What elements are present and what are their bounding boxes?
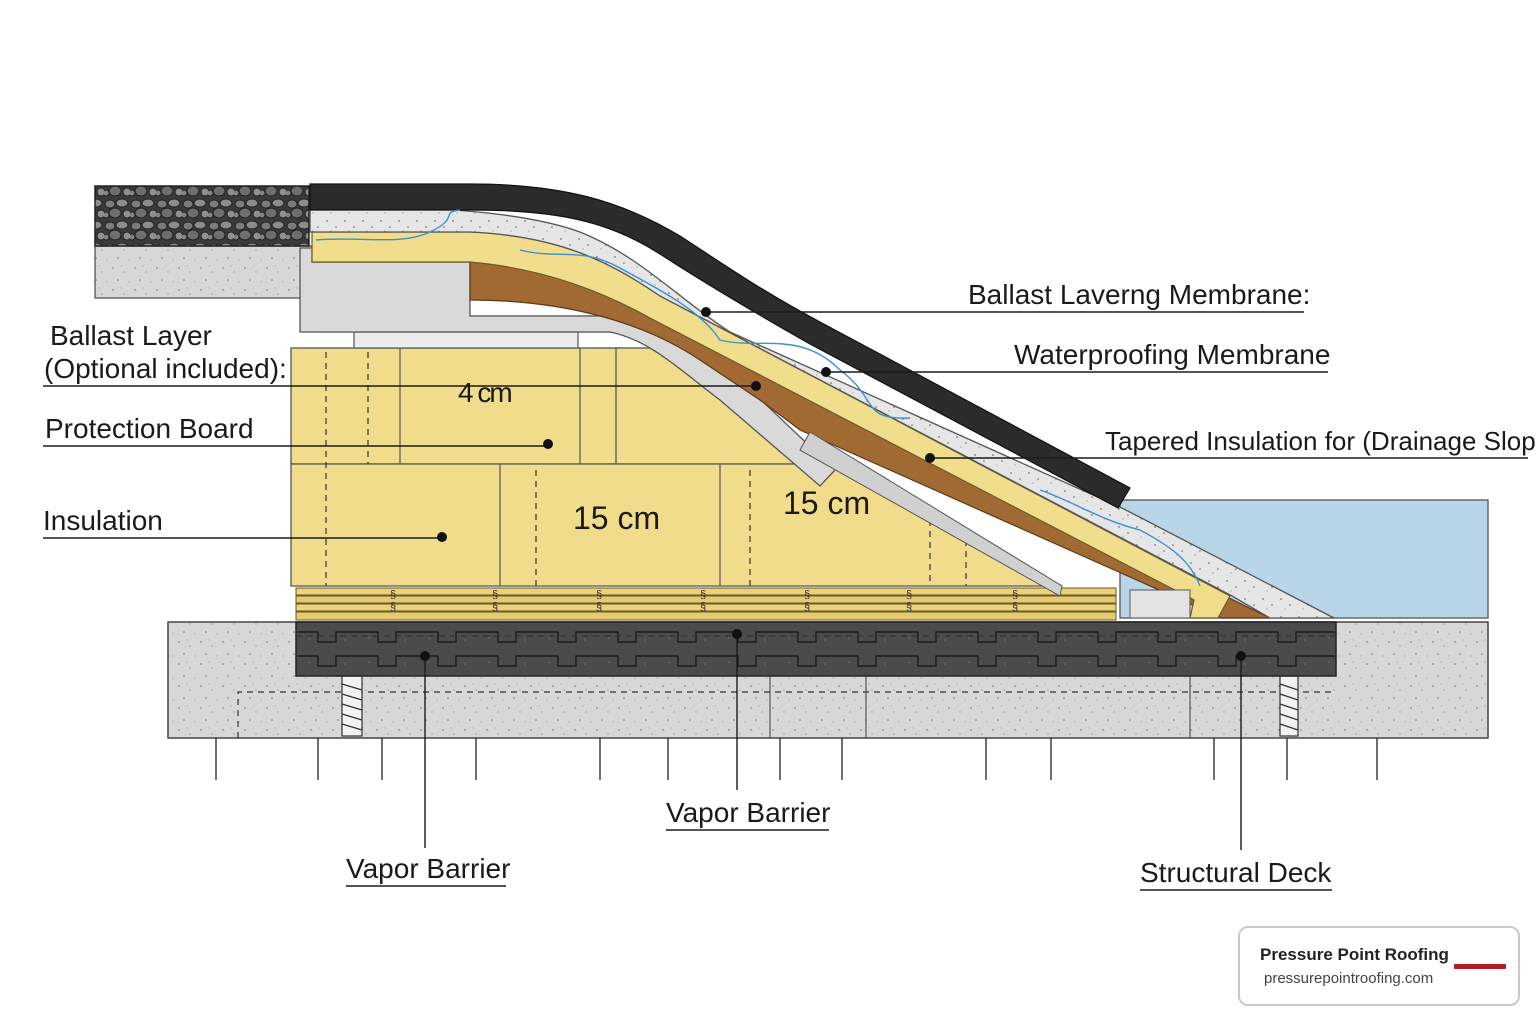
pressure-point-logo-icon [1454,964,1506,969]
label-structural-deck: Structural Deck [1140,857,1332,888]
timber-strips [295,587,1117,621]
svg-text:§: § [492,601,498,613]
svg-text:§: § [390,589,396,601]
svg-text:§: § [700,589,706,601]
slab-dashed-outline [237,691,1336,738]
dimension-lower-block-right: 15 cm [783,485,870,521]
label-waterproofing-membrane: Waterproofing Membrane [1014,339,1330,370]
waterproofing-membrane-curve [309,183,1131,509]
svg-text:§: § [596,601,602,613]
concrete-footing-block [1129,589,1191,619]
strip-fasteners: §§ §§ §§ §§ §§ §§ §§ [390,589,1018,613]
label-insulation: Insulation [43,505,163,536]
brand-url[interactable]: pressurepointroofing.com [1264,970,1434,987]
svg-text:§: § [1012,601,1018,613]
label-underlines [346,829,1332,891]
label-ballast-layer-line2: (Optional included): [44,353,287,384]
svg-text:§: § [390,601,396,613]
ballast-gravel [94,185,310,247]
brand-title: Pressure Point Roofing [1260,945,1449,964]
svg-text:§: § [492,589,498,601]
svg-text:§: § [804,601,810,613]
callout-dots [420,307,1246,661]
label-tapered-insulation: Tapered Insulation for (Drainage Slope) [1105,426,1536,456]
drainage-flow-lines [315,209,1201,587]
label-protection-board: Protection Board [45,413,254,444]
label-vapor-barrier-left: Vapor Barrier [346,853,510,884]
brand-badge: Pressure Point Roofing pressurepointroof… [1238,926,1520,1006]
label-ballast-layer-line1: Ballast Layer [50,320,212,351]
svg-text:§: § [906,601,912,613]
insulation-joints [399,348,721,586]
callout-lines [43,311,1528,850]
slab-joints [769,676,1191,738]
vapor-barrier-band [295,621,1337,677]
label-vapor-barrier-center: Vapor Barrier [666,797,830,828]
dimension-top-block: 4 cm [458,377,511,408]
concrete-screed-curve [309,205,1335,619]
svg-text:§: § [906,589,912,601]
svg-text:§: § [1012,589,1018,601]
protection-slab-lower [353,331,579,349]
label-ballast-layering-membrane: Ballast Laverng Membrane: [968,279,1310,310]
anchor-bolts [341,675,1299,737]
dimension-lower-block-left: 15 cm [573,500,660,536]
svg-text:§: § [804,589,810,601]
concrete-lower-run [799,431,1063,597]
support-posts [215,738,1378,780]
svg-text:§: § [596,589,602,601]
svg-text:§: § [700,601,706,613]
